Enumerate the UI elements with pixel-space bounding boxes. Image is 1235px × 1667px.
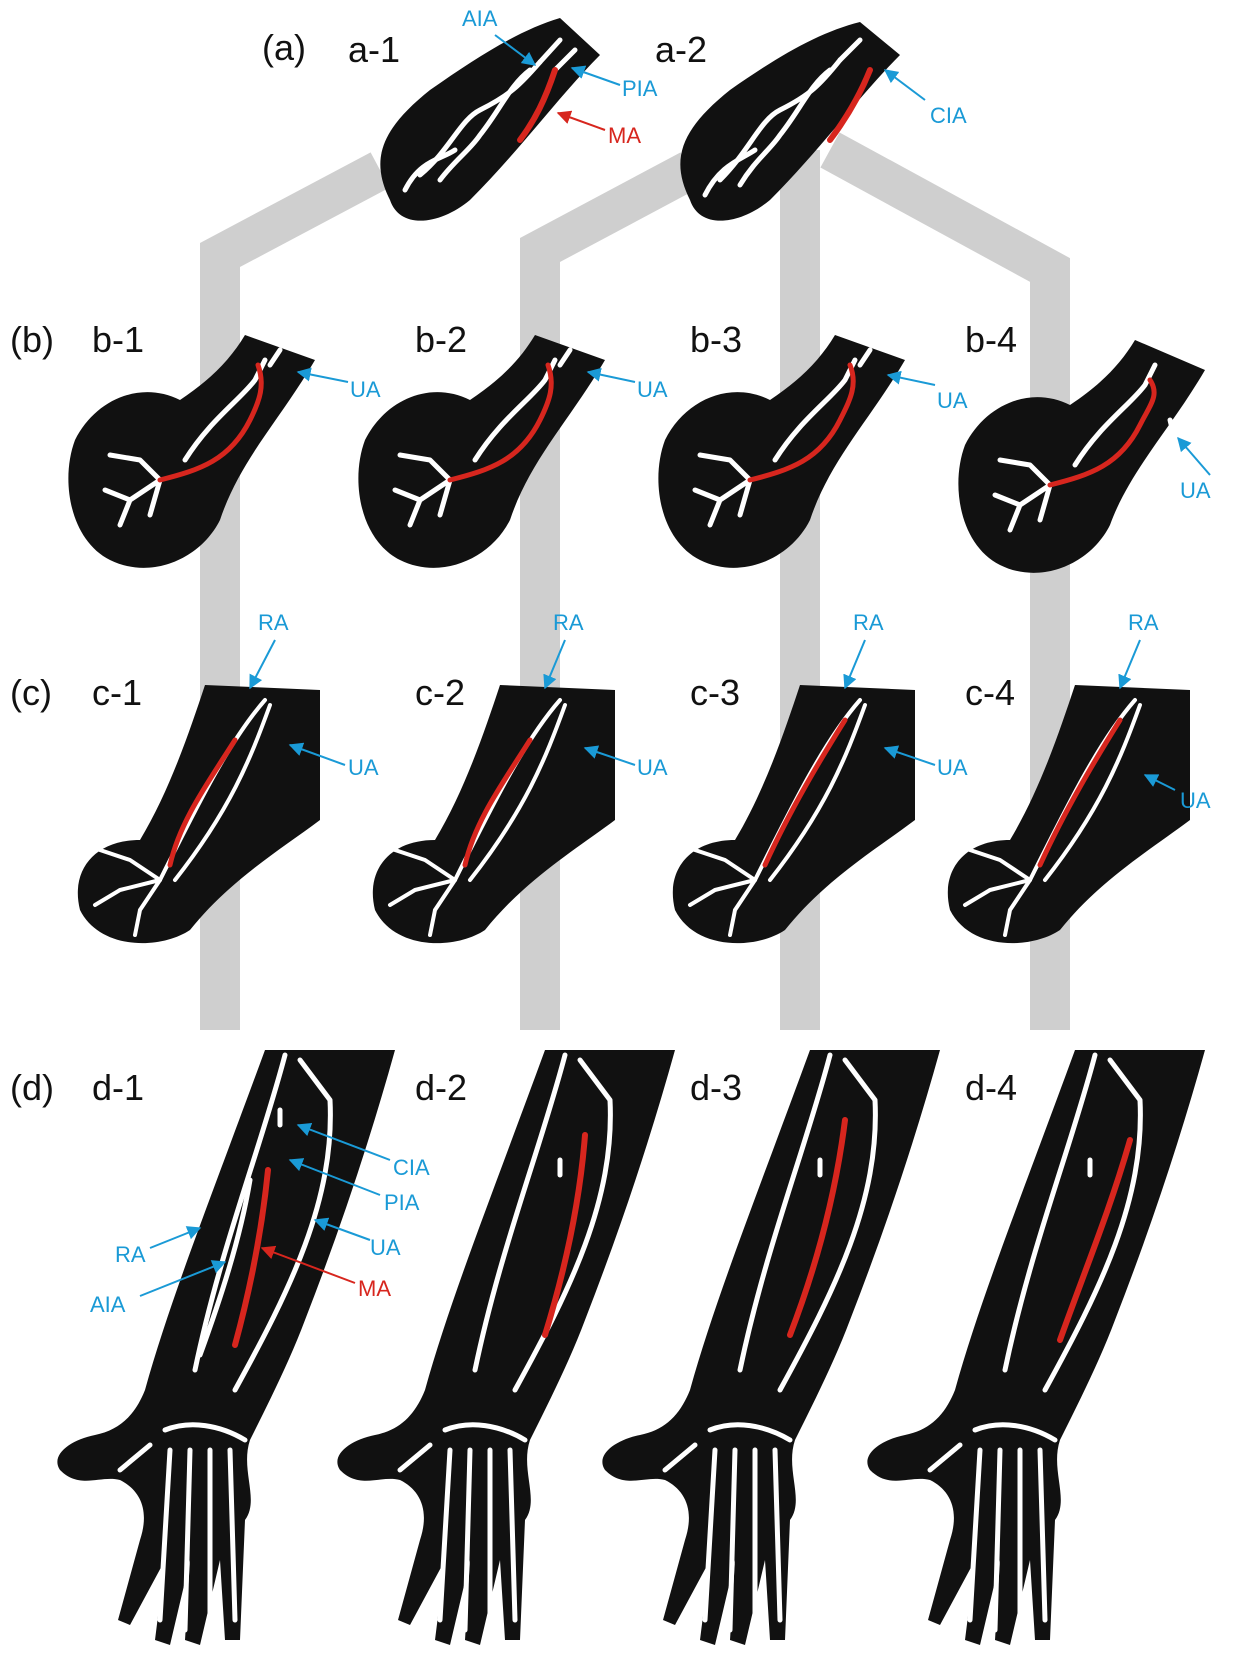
- limb-silhouette-d4: [867, 1050, 1205, 1645]
- limb-silhouette-d2: [337, 1050, 675, 1645]
- label-cia-a2: CIA: [930, 103, 967, 128]
- label-ua-c2: UA: [637, 755, 668, 780]
- panel-label-d2: d-2: [415, 1067, 467, 1108]
- label-ua-d1: UA: [370, 1235, 401, 1260]
- panel-label-b3: b-3: [690, 319, 742, 360]
- label-ua-b4: UA: [1180, 478, 1211, 503]
- label-ua-b1: UA: [350, 377, 381, 402]
- label-aia-d1: AIA: [90, 1292, 126, 1317]
- label-ua-c3: UA: [937, 755, 968, 780]
- label-cia-d1: CIA: [393, 1155, 430, 1180]
- panel-label-c4: c-4: [965, 672, 1015, 713]
- row-label-a: (a): [262, 27, 306, 68]
- panel-b-4: b-4 UA: [958, 319, 1211, 573]
- label-aia-a1: AIA: [462, 6, 498, 31]
- label-ua-b3: UA: [937, 388, 968, 413]
- panel-d-4: d-4: [867, 1050, 1205, 1645]
- panel-d-1: d-1 CIA PIA UA MA RA: [57, 1050, 430, 1645]
- annotation-ra-c3: RA: [845, 610, 884, 688]
- panel-label-a2: a-2: [655, 29, 707, 70]
- panel-c-4: c-4 RA UA: [948, 610, 1211, 943]
- annotation-ra-c4: RA: [1120, 610, 1159, 688]
- connector-a2-to-d2: [540, 170, 690, 1030]
- panel-label-d3: d-3: [690, 1067, 742, 1108]
- row-label-c: (c): [10, 672, 52, 713]
- label-ra-c1: RA: [258, 610, 289, 635]
- lineage-connectors: [220, 150, 1050, 1030]
- annotation-ra-c1: RA: [250, 610, 289, 688]
- panel-label-c3: c-3: [690, 672, 740, 713]
- annotation-ma-a1: MA: [558, 113, 641, 148]
- limb-silhouette-d3: [602, 1050, 940, 1645]
- panel-d-2: d-2: [337, 1050, 675, 1645]
- annotation-ua-b2: UA: [588, 372, 668, 402]
- label-pia-a1: PIA: [622, 76, 658, 101]
- panel-a-1: a-1 AIA PIA MA: [348, 6, 658, 221]
- annotation-ua-b4: UA: [1178, 438, 1211, 503]
- annotation-cia-a2: CIA: [885, 70, 967, 128]
- panel-label-d1: d-1: [92, 1067, 144, 1108]
- label-ua-c4: UA: [1180, 788, 1211, 813]
- panel-label-b1: b-1: [92, 319, 144, 360]
- label-ua-b2: UA: [637, 377, 668, 402]
- panel-label-b2: b-2: [415, 319, 467, 360]
- panel-label-b4: b-4: [965, 319, 1017, 360]
- label-pia-d1: PIA: [384, 1190, 420, 1215]
- panel-d-3: d-3: [602, 1050, 940, 1645]
- label-ua-c1: UA: [348, 755, 379, 780]
- label-ra-c2: RA: [553, 610, 584, 635]
- panel-c-3: c-3 RA UA: [673, 610, 968, 943]
- panel-label-c1: c-1: [92, 672, 142, 713]
- panel-label-d4: d-4: [965, 1067, 1017, 1108]
- row-label-d: (d): [10, 1067, 54, 1108]
- limb-silhouette-c4: [948, 685, 1190, 943]
- annotation-ua-b1: UA: [298, 372, 381, 402]
- annotation-pia-a1: PIA: [572, 68, 658, 101]
- label-ma-a1: MA: [608, 123, 641, 148]
- connector-a1-to-d1: [220, 170, 380, 1030]
- limb-silhouette-d1: [57, 1050, 395, 1645]
- panel-b-2: b-2 UA: [358, 319, 668, 568]
- annotation-ua-b3: UA: [888, 375, 968, 413]
- panel-label-a1: a-1: [348, 29, 400, 70]
- limb-silhouette-c1: [78, 685, 320, 943]
- panel-label-c2: c-2: [415, 672, 465, 713]
- label-ra-c3: RA: [853, 610, 884, 635]
- row-label-b: (b): [10, 319, 54, 360]
- label-ra-c4: RA: [1128, 610, 1159, 635]
- limb-silhouette-c2: [373, 685, 615, 943]
- limb-silhouette-c3: [673, 685, 915, 943]
- label-ra-d1: RA: [115, 1242, 146, 1267]
- label-ma-d1: MA: [358, 1276, 391, 1301]
